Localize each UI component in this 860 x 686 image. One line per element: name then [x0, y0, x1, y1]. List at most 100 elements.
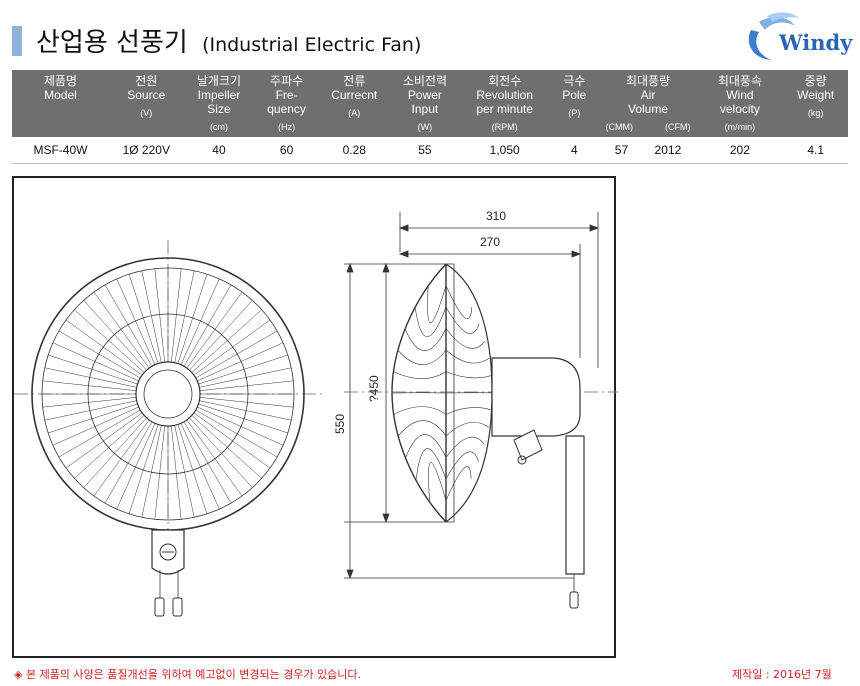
guard-rib	[393, 406, 492, 415]
guard-spoke	[104, 421, 153, 504]
title-accent-bar	[12, 26, 22, 56]
guard-spoke	[52, 342, 139, 382]
guard-spoke	[128, 424, 159, 514]
guard-spoke	[171, 268, 182, 363]
guard-spoke	[189, 300, 253, 371]
guard-spoke	[180, 423, 220, 510]
guard-spoke	[141, 425, 162, 518]
guard-rib	[428, 462, 472, 502]
guard-spoke	[195, 409, 278, 458]
cell-power: 55	[389, 137, 461, 164]
guard-spoke	[154, 268, 165, 363]
motor-housing	[491, 357, 581, 437]
guard-spoke	[48, 403, 138, 434]
guard-spoke	[183, 421, 232, 504]
cell-size: 40	[183, 137, 255, 164]
guard-spoke	[198, 354, 288, 385]
cell-weight: 4.1	[783, 137, 848, 164]
guard-rib	[414, 306, 480, 338]
guard-spoke	[42, 380, 137, 391]
production-date: 제작일 : 2016년 7월	[732, 668, 832, 681]
dim-label-550: 550	[333, 414, 347, 434]
hub-inner	[143, 369, 193, 419]
guard-spoke	[141, 270, 162, 363]
guard-spoke	[93, 291, 150, 369]
guard-spoke	[48, 354, 138, 385]
guard-spoke	[93, 419, 150, 497]
bracket-knob	[159, 543, 177, 561]
guard-spoke	[197, 406, 284, 446]
side-pull-handle	[569, 591, 579, 609]
guard-spoke	[116, 423, 156, 510]
guard-rib	[404, 327, 486, 351]
side-bracket	[565, 435, 585, 575]
guard-spoke	[44, 367, 137, 388]
guard-spoke	[177, 424, 208, 514]
guard-spokes	[42, 268, 294, 520]
logo-text: Windy	[779, 30, 853, 55]
guard-spoke	[186, 291, 243, 369]
guard-spoke	[191, 415, 262, 479]
dim-label-270: 270	[480, 235, 500, 249]
page-title-english: (Industrial Electric Fan)	[202, 34, 422, 56]
guard-spoke	[74, 415, 145, 479]
cell-model: MSF-40W	[12, 137, 109, 164]
guard-spoke	[198, 403, 288, 434]
dim-label-310: 310	[486, 209, 506, 223]
cell-pole: 4	[549, 137, 600, 164]
guard-spoke	[44, 400, 137, 421]
guard-spoke	[174, 425, 195, 518]
guard-spoke	[52, 406, 139, 446]
guard-spoke	[174, 270, 195, 363]
pull-handle-left	[154, 597, 165, 617]
guard-rib	[397, 349, 490, 365]
guard-front-curve	[391, 263, 447, 523]
cell-rpm: 1,050	[460, 137, 550, 164]
side-view	[344, 263, 618, 609]
guard-spoke	[195, 330, 278, 379]
guard-spoke	[104, 284, 153, 367]
spec-data-row: MSF-40W 1Ø 220V 40 60 0.28 55 1,050 4 57…	[12, 137, 848, 164]
guard-spoke	[199, 367, 292, 388]
pull-handle-right	[172, 597, 183, 617]
dim-label-450: ?450	[367, 375, 381, 402]
page-title-korean: 산업용 선풍기	[36, 28, 188, 58]
guard-spoke	[83, 300, 147, 371]
fan-drawing: 310 270 ?450 550	[14, 209, 618, 617]
guard-spoke	[74, 309, 145, 373]
cell-source: 1Ø 220V	[108, 137, 184, 164]
guard-ribs	[391, 284, 493, 502]
cell-velocity: 202	[696, 137, 784, 164]
guard-spoke	[154, 425, 165, 520]
cell-cfm: 2012	[654, 143, 682, 157]
technical-drawing-frame: 310 270 ?450 550	[12, 176, 618, 658]
hub-outer	[135, 361, 201, 427]
guard-spoke	[180, 278, 220, 365]
guard-spoke	[183, 284, 232, 367]
guard-spoke	[58, 330, 141, 379]
windy-logo-icon	[748, 12, 799, 60]
guard-spoke	[116, 278, 156, 365]
guard-spoke	[193, 412, 271, 469]
disclaimer-note: ◈ 본 제품의 사양은 품질개선을 위하여 예고없이 변경되는 경우가 있습니다…	[14, 668, 362, 681]
guard-spoke	[197, 342, 284, 382]
guard-spoke	[83, 417, 147, 488]
guard-spoke	[65, 319, 143, 376]
guard-spoke	[42, 397, 137, 408]
guard-spoke	[171, 425, 182, 520]
cell-current: 0.28	[318, 137, 390, 164]
guard-spoke	[189, 417, 253, 488]
guard-spoke	[177, 274, 208, 364]
